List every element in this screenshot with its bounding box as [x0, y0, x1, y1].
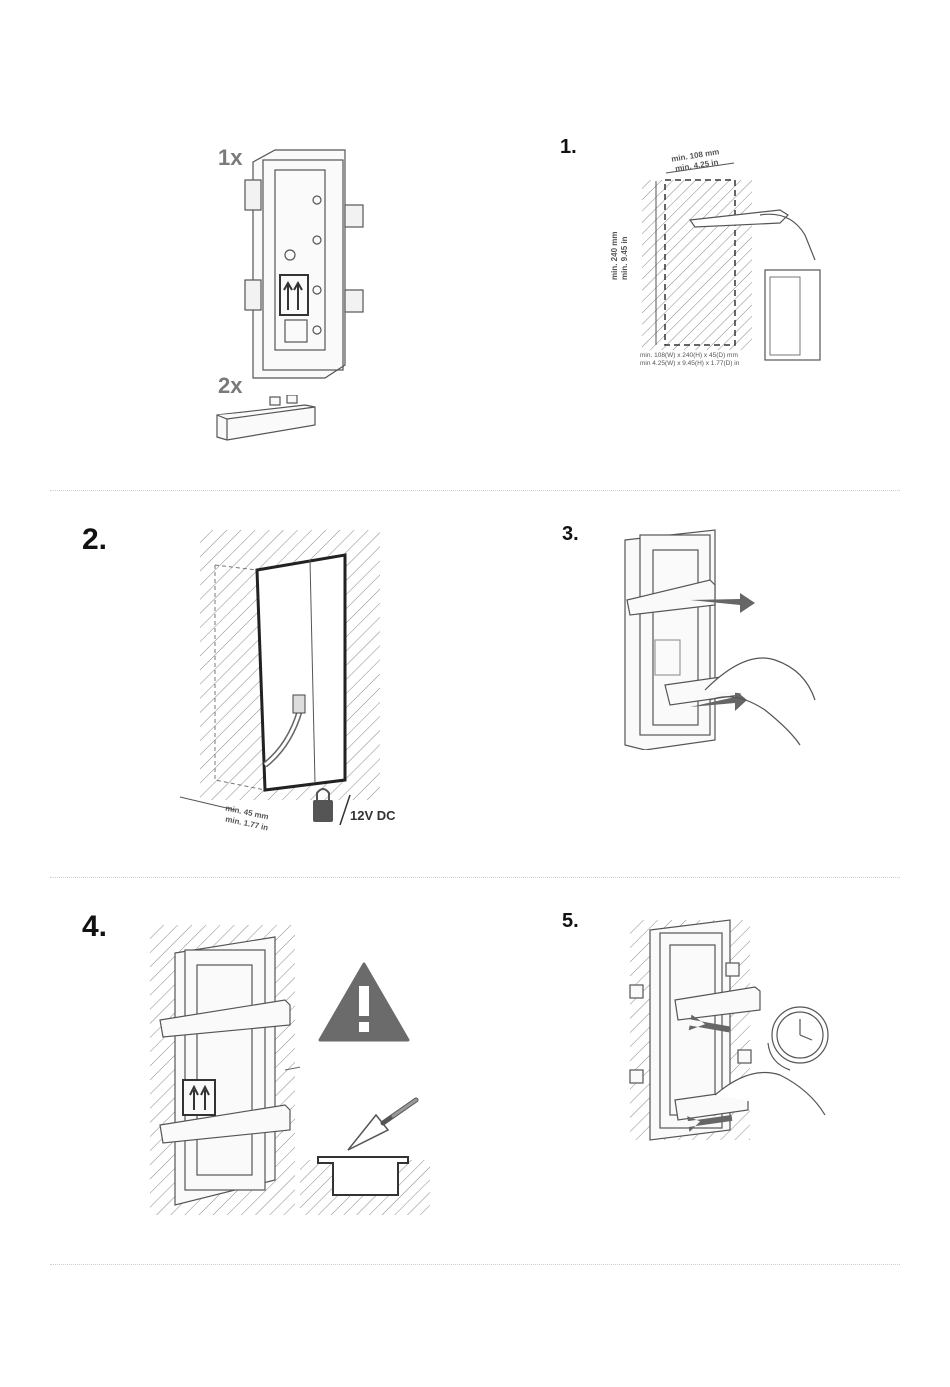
- section-divider: [50, 877, 900, 878]
- step-number: 2.: [82, 523, 107, 557]
- power-supply-label: 12V DC: [350, 808, 396, 823]
- bracket-insert-illustration: [615, 525, 825, 750]
- height-dimension-in: min. 9.45 in: [620, 236, 629, 280]
- step-number: 5.: [562, 910, 579, 933]
- trowel-icon: [348, 1115, 388, 1150]
- section-divider: [50, 490, 900, 491]
- frame-in-wall-illustration: [145, 915, 300, 1220]
- warning-icon: [318, 962, 410, 1042]
- mounting-frame-illustration: [235, 140, 375, 385]
- step-number: 4.: [82, 910, 107, 944]
- step-number: 3.: [562, 523, 579, 546]
- bracket-illustration: [215, 395, 325, 445]
- plaster-trowel-illustration: [298, 1095, 433, 1215]
- height-dimension-mm: min. 240 mm: [610, 232, 619, 280]
- clock-icon: [768, 1007, 828, 1070]
- wall-cutout-measure-illustration: [630, 155, 830, 370]
- lock-icon: [313, 800, 333, 822]
- cutout-size-note-in: min 4.25(W) x 9.45(H) x 1.77(D) in: [640, 360, 739, 368]
- section-divider: [50, 1264, 900, 1265]
- bracket-remove-illustration: [620, 915, 835, 1150]
- cutout-size-note-mm: min. 108(W) x 240(H) x 45(D) mm: [640, 352, 738, 360]
- step-number: 1.: [560, 136, 577, 159]
- wall-cavity-illustration: [175, 525, 405, 825]
